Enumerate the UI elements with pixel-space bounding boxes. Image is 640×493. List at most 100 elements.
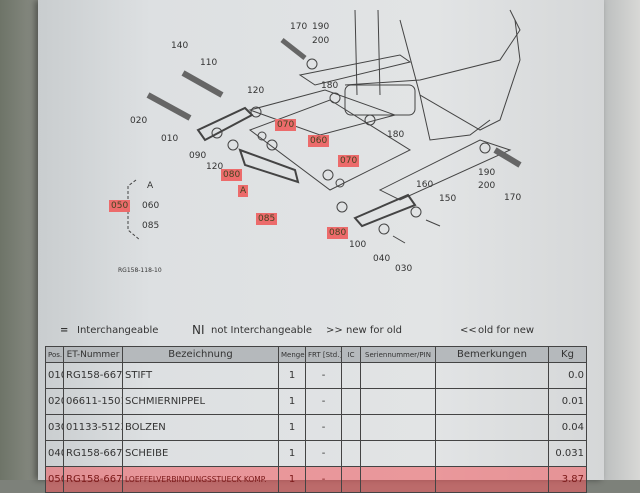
cell-et: RG158-66772 <box>63 362 123 389</box>
cell-menge: 1 <box>278 362 306 389</box>
table-header-row: Pos. ET-Nummer Bezeichnung Menge FRT [St… <box>45 346 587 363</box>
interchangeable-symbol: = <box>60 325 69 336</box>
header-seriennummer: Seriennummer/PIN <box>360 346 436 363</box>
callout-140: 140 <box>171 41 189 51</box>
header-et-nummer: ET-Nummer <box>63 346 123 363</box>
parts-table: Pos. ET-Nummer Bezeichnung Menge FRT [St… <box>45 346 587 493</box>
cell-bez: SCHEIBE <box>122 440 279 467</box>
cell-menge: 1 <box>278 414 306 441</box>
cell-pos: 020 <box>45 388 64 415</box>
header-bemerkungen: Bemerkungen <box>435 346 549 363</box>
callout-010: 010 <box>161 134 179 144</box>
cell-ic <box>341 414 361 441</box>
old-for-new-label: old for new <box>478 325 535 336</box>
pin-110 <box>181 70 224 98</box>
plate-outline-2 <box>248 99 412 191</box>
cell-serien <box>360 440 436 467</box>
cell-kg: 0.01 <box>548 388 587 415</box>
cell-frt: - <box>305 414 342 441</box>
bracket-A: A <box>147 181 154 191</box>
exploded-parts-diagram <box>127 9 522 244</box>
callout-070b-highlighted: 070 <box>338 155 360 167</box>
callout-200: 200 <box>312 36 330 46</box>
cell-menge: 1 <box>278 388 306 415</box>
plate-outline-3 <box>378 139 512 201</box>
table-row: 040 RG158-66760 SCHEIBE 1 - 0.031 <box>45 440 587 467</box>
header-ic: IC <box>341 346 361 363</box>
callout-160: 160 <box>416 180 434 190</box>
cell-ic <box>341 440 361 467</box>
diagram-code: RG158-118-10 <box>118 267 162 274</box>
cell-et: RG158-66760 <box>63 440 123 467</box>
photo-background-left <box>0 0 42 480</box>
cell-bez: STIFT <box>122 362 279 389</box>
callout-A-highlighted: A <box>238 185 249 197</box>
header-kg: Kg <box>548 346 587 363</box>
cell-bemerkungen <box>435 388 549 415</box>
connector-050 <box>238 148 300 184</box>
table-row: 010 RG158-66772 STIFT 1 - 0.0 <box>45 362 587 389</box>
cell-serien <box>360 362 436 389</box>
cell-serien <box>360 388 436 415</box>
callout-170b: 170 <box>504 193 522 203</box>
cell-et: 01133-51230 <box>63 414 123 441</box>
header-pos: Pos. <box>45 346 64 363</box>
callout-190: 190 <box>312 22 330 32</box>
callout-170: 170 <box>290 22 308 32</box>
cell-bemerkungen <box>435 414 549 441</box>
plate-outline-1 <box>248 54 412 136</box>
header-frt: FRT [Std.] <box>305 346 342 363</box>
cell-kg: 0.031 <box>548 440 587 467</box>
cell-bez: BOLZEN <box>122 414 279 441</box>
callout-030: 030 <box>395 264 413 274</box>
cell-frt: - <box>305 440 342 467</box>
old-for-new-symbol: << <box>460 325 477 336</box>
callout-120b: 120 <box>206 162 224 172</box>
table-row: 020 06611-15010 SCHMIERNIPPEL 1 - 0.01 <box>45 388 587 415</box>
cell-et: 06611-15010 <box>63 388 123 415</box>
callout-100: 100 <box>349 240 367 250</box>
new-for-old-label: new for old <box>346 325 403 336</box>
callout-110: 110 <box>200 58 218 68</box>
callout-200b: 200 <box>478 181 496 191</box>
header-bezeichnung: Bezeichnung <box>122 346 279 363</box>
table-row: 030 01133-51230 BOLZEN 1 - 0.04 <box>45 414 587 441</box>
link-090 <box>196 106 254 142</box>
cell-serien <box>360 414 436 441</box>
bucket-hinge <box>344 84 416 116</box>
callout-050-highlighted: 050 <box>109 200 131 212</box>
not-interchangeable-label: not Interchangeable <box>211 325 313 336</box>
callout-085-highlighted: 085 <box>256 213 278 225</box>
cell-kg: 0.04 <box>548 414 587 441</box>
pin-170b <box>493 147 522 168</box>
photo-background-right <box>600 0 640 480</box>
cell-menge: 1 <box>278 440 306 467</box>
cell-bemerkungen <box>435 440 549 467</box>
pin-010 <box>146 92 192 121</box>
cell-pos: 040 <box>45 440 64 467</box>
callout-120: 120 <box>247 86 265 96</box>
bucket-lower <box>419 94 491 141</box>
interchangeable-label: Interchangeable <box>77 325 159 336</box>
callout-060-highlighted: 060 <box>308 135 330 147</box>
callout-180: 180 <box>321 81 339 91</box>
cell-pos: 030 <box>45 414 64 441</box>
cell-bez: SCHMIERNIPPEL <box>122 388 279 415</box>
callout-080-highlighted: 080 <box>221 169 243 181</box>
cell-pos: 010 <box>45 362 64 389</box>
arm-outline <box>344 9 521 96</box>
cell-ic <box>341 388 361 415</box>
bucket-outline <box>399 19 521 131</box>
link-100 <box>353 193 417 228</box>
new-for-old-symbol: >> <box>326 325 343 336</box>
callout-180b: 180 <box>387 130 405 140</box>
cell-frt: - <box>305 388 342 415</box>
header-menge: Menge <box>278 346 306 363</box>
callout-090: 090 <box>189 151 207 161</box>
callout-150: 150 <box>439 194 457 204</box>
not-interchangeable-symbol: NI <box>192 323 205 337</box>
cell-ic <box>341 362 361 389</box>
bracket-060: 060 <box>142 201 160 211</box>
bracket-085: 085 <box>142 221 160 231</box>
callout-070-highlighted: 070 <box>275 119 297 131</box>
